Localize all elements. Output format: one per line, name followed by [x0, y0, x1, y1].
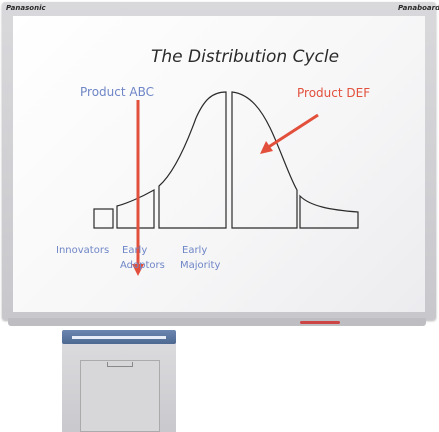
printer-door [80, 360, 160, 432]
segment-early-majority [158, 91, 227, 229]
segment-laggards [299, 194, 359, 229]
arrow-product-abc [132, 100, 144, 276]
segment-late-majority [231, 91, 298, 229]
arrow-product-def [260, 113, 319, 154]
marker-pen [300, 321, 340, 324]
segment-innovators [93, 208, 114, 229]
brand-logo-left: Panasonic [6, 4, 46, 12]
bell-curve [93, 91, 359, 229]
label-early-adopters-1: Early [122, 245, 147, 256]
product-abc-label: Product ABC [80, 85, 154, 99]
printer-door-handle [107, 362, 133, 367]
printer-paper-slot [72, 336, 166, 339]
product-def-label: Product DEF [297, 86, 370, 100]
label-early-majority-2: Majority [180, 260, 220, 271]
pen-tray [8, 318, 426, 326]
segment-early-adopters [116, 188, 155, 229]
label-early-majority-1: Early [182, 245, 207, 256]
label-innovators: Innovators [56, 245, 109, 256]
brand-logo-right: Panaboard [398, 4, 439, 12]
whiteboard-title: The Distribution Cycle [151, 47, 339, 67]
whiteboard-surface [13, 16, 425, 312]
label-early-adopters-2: Adoptors [120, 260, 165, 271]
